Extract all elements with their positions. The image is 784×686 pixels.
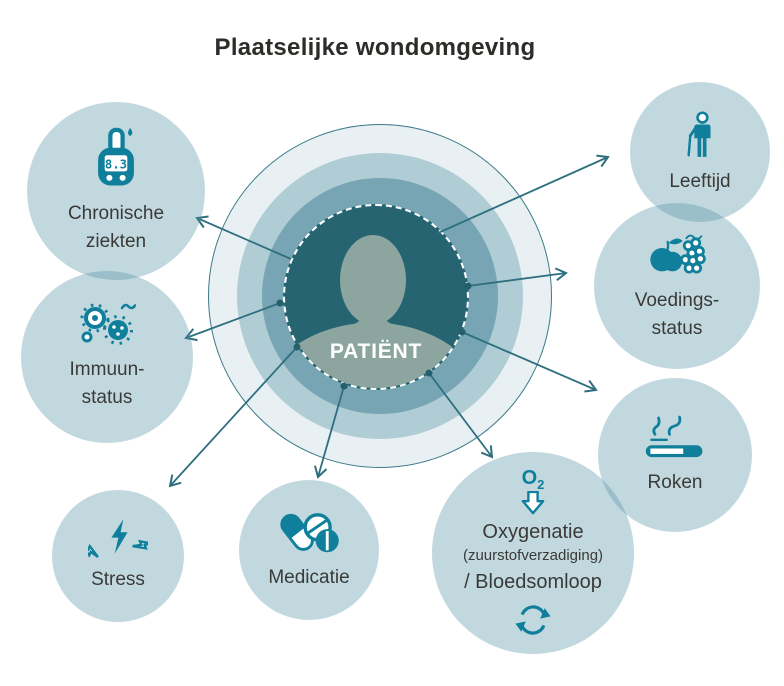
bubble-oxygenatie: O2 Oxygenatie (zuurstofverzadiging) / Bl… [432,452,634,654]
glucose-meter-reading: 8.3 [105,157,127,171]
glucose-meter-icon: 8.3 [98,127,134,186]
patient-core-circle: PATIËNT [283,204,469,390]
bubble-label-stress: Stress [91,568,145,590]
bubble-voedingsstatus: Voedings- status [594,203,760,369]
bubble-label-bloedsomloop: / Bloedsomloop [464,570,602,593]
o2-label: O2 [521,467,545,493]
o2-down-arrow-icon: O2 [521,468,545,515]
down-arrow-icon [521,491,545,515]
bubble-immuunstatus: Immuun- status [21,271,193,443]
circulation-icon [515,605,551,635]
bubble-label-chronische: Chronische ziekten [67,202,165,252]
bubble-leeftijd: Leeftijd [630,82,770,222]
bubble-label-roken: Roken [647,471,703,493]
bubble-sublabel-oxygenatie: (zuurstofverzadiging) [462,547,604,565]
elderly-person-icon [687,111,711,157]
bubble-label-oxygenatie: Oxygenatie [482,521,584,544]
apple-grapes-icon [650,234,706,274]
cigarette-icon [645,415,703,457]
bubble-stress: Stress [52,490,184,622]
bubble-chronische-ziekten: 8.3 Chronische ziekten [27,102,205,280]
bubble-medicatie: Medicatie [239,480,379,620]
bubble-roken: Roken [598,378,752,532]
bubble-label-immuun: Immuun- status [69,358,145,408]
bubble-label-leeftijd: Leeftijd [669,170,731,192]
lightning-bolts-icon [88,519,148,558]
page-title: Plaatselijke wondomgeving [214,34,536,61]
patient-silhouette-icon [285,235,467,388]
microbes-icon [80,303,136,345]
pills-icon [278,511,339,552]
bubble-label-voedings: Voedings- status [634,289,720,339]
patient-label: PATIËNT [329,340,423,363]
bubble-label-medicatie: Medicatie [268,566,350,588]
